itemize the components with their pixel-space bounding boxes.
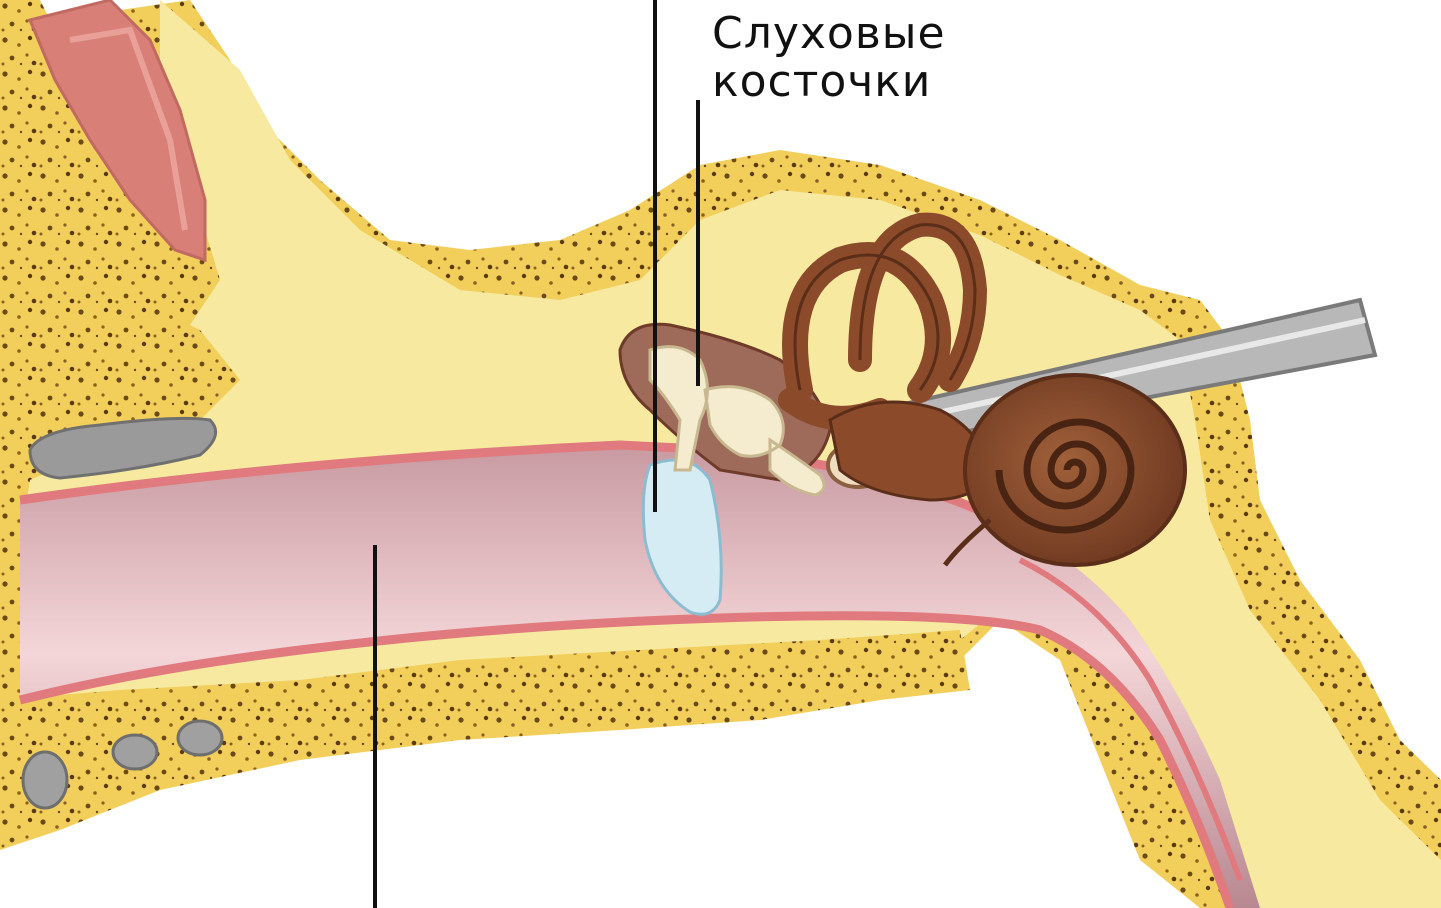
- vessel-lower-1: [23, 752, 67, 808]
- vessel-lower-3: [178, 721, 222, 755]
- ossicles-label-line1: Слуховые: [712, 8, 946, 59]
- ossicles-label-line2: косточки: [712, 56, 931, 107]
- vessel-lower-2: [113, 735, 157, 769]
